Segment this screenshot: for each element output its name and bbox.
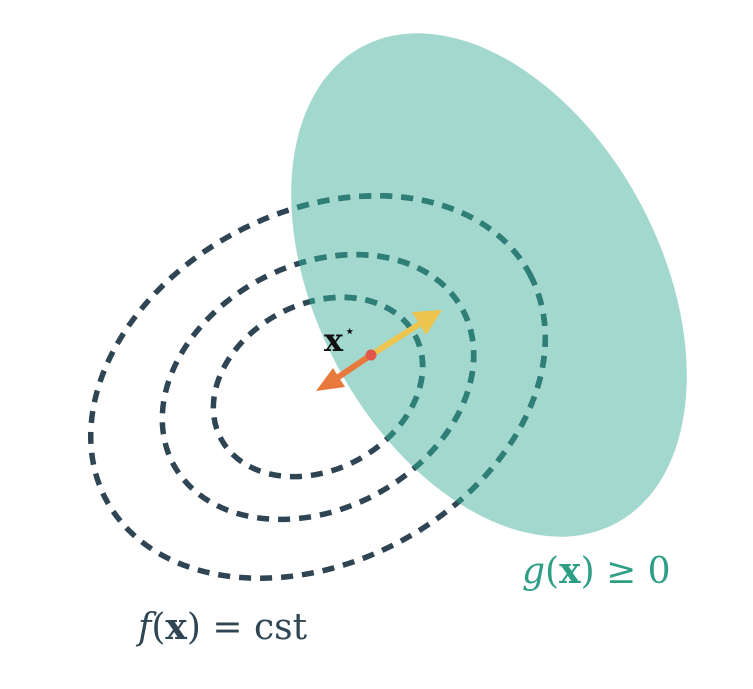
objective-relation: = cst	[200, 607, 308, 648]
optimum-point	[365, 349, 377, 361]
optimum-superscript: ⋆	[344, 321, 356, 342]
objective-label: f(x) = cst	[138, 609, 307, 646]
optimum-symbol: x	[324, 321, 344, 359]
feasible-region	[291, 33, 687, 537]
optimum-label: x⋆	[324, 321, 356, 359]
objective-func: f	[138, 607, 152, 648]
objective-var: x	[165, 606, 187, 648]
constraint-var: x	[559, 550, 581, 592]
gradient-f-arrow	[316, 352, 374, 391]
constraint-func: g	[522, 551, 546, 592]
constraint-open: (	[545, 551, 560, 592]
objective-open: (	[151, 607, 166, 648]
constraint-label: g(x) ≥ 0	[522, 553, 671, 590]
constraint-relation: ≥ 0	[594, 551, 671, 592]
constraint-close: )	[580, 551, 595, 592]
objective-close: )	[186, 607, 201, 648]
constraint-contour-outer	[210, 193, 549, 581]
gradient-g-arrow	[368, 310, 442, 358]
